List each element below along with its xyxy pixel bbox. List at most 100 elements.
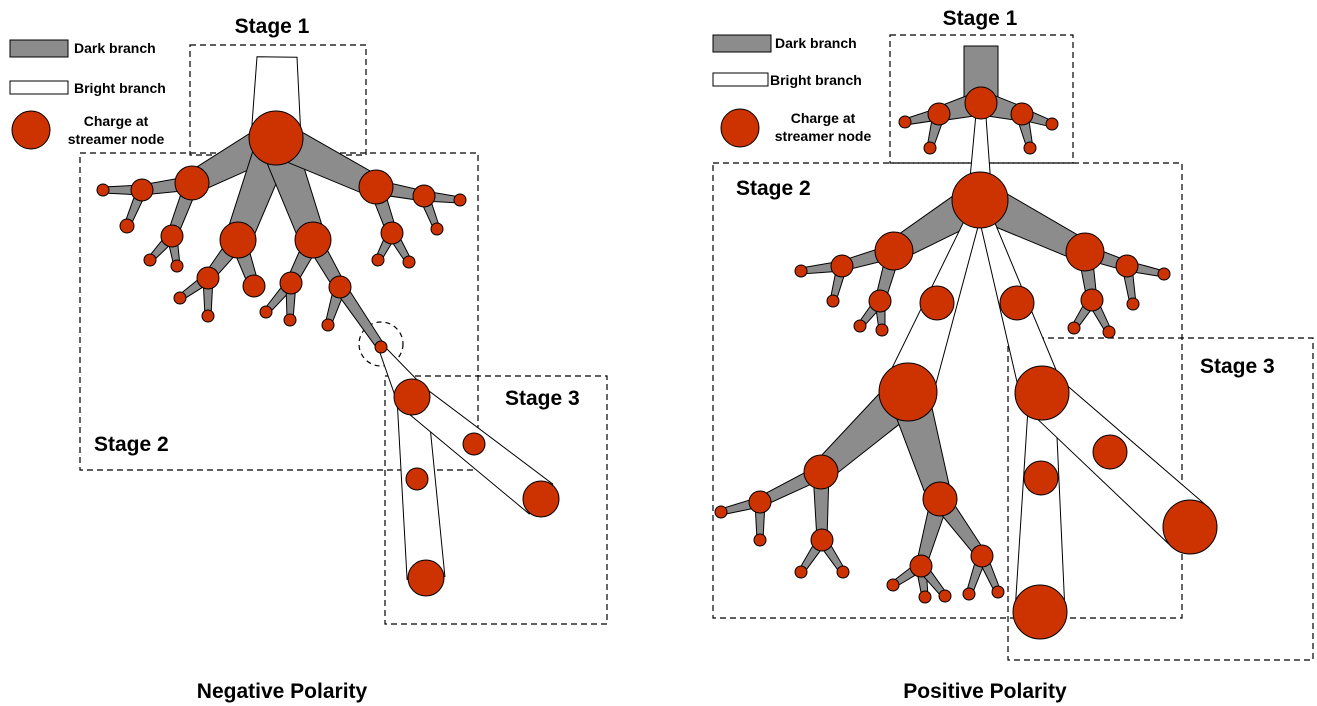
negative-charge-node xyxy=(219,221,257,259)
positive-charge-node xyxy=(1014,365,1070,421)
positive-charge-node xyxy=(898,115,912,129)
negative-stage3-frame xyxy=(384,375,608,625)
positive-charge-node xyxy=(991,585,1005,599)
positive-charge-node xyxy=(830,254,854,278)
legend-charge-label-line2: streamer node xyxy=(68,131,165,147)
negative-charge-node xyxy=(430,222,444,236)
legend-dark-branch-label: Dark branch xyxy=(775,35,857,51)
legend-bright-branch-label: Bright branch xyxy=(770,72,862,88)
positive-charge-node xyxy=(853,319,867,333)
negative-stage3-label: Stage 3 xyxy=(505,387,580,410)
positive-charge-node xyxy=(918,590,932,604)
negative-breakpoint-highlight xyxy=(358,321,404,367)
negative-charge-node xyxy=(143,253,157,267)
legend: Dark branch Bright branch Charge at stre… xyxy=(9,34,872,150)
negative-charge-node xyxy=(174,165,210,201)
positive-charge-node xyxy=(878,362,938,422)
negative-charge-node xyxy=(380,221,404,245)
legend-bright-branch-label: Bright branch xyxy=(74,80,166,96)
negative-polarity-caption: Negative Polarity xyxy=(197,680,368,703)
positive-charge-node xyxy=(1045,117,1059,131)
positive-charge-node xyxy=(1067,321,1081,335)
negative-charge-node xyxy=(321,318,335,332)
positive-charge-node xyxy=(1065,232,1105,272)
negative-charge-node xyxy=(96,183,110,197)
positive-charge-node xyxy=(714,505,728,519)
positive-charge-node xyxy=(810,528,834,552)
positive-stage2-frame xyxy=(712,162,1183,619)
negative-stage2-label: Stage 2 xyxy=(94,433,169,456)
positive-charge-node xyxy=(919,285,955,321)
positive-charge-node xyxy=(753,533,767,547)
legend-charge-label-line1: Charge at xyxy=(791,110,856,126)
negative-charge-node xyxy=(259,305,273,319)
legend-charge-marker xyxy=(720,108,760,148)
positive-charge-node xyxy=(1162,499,1218,555)
charge-nodes xyxy=(96,86,1218,640)
legend-dark-branch-swatch xyxy=(712,34,772,53)
positive-charge-node xyxy=(970,544,994,568)
positive-charge-node xyxy=(875,323,889,337)
positive-charge-node xyxy=(964,86,998,120)
positive-charge-node xyxy=(1012,584,1068,640)
negative-charge-node xyxy=(119,218,135,234)
positive-charge-node xyxy=(922,481,958,517)
negative-charge-node xyxy=(294,221,332,259)
positive-charge-node xyxy=(886,578,900,592)
positive-stage3-frame xyxy=(1007,337,1314,661)
positive-charge-node xyxy=(748,490,772,514)
legend-charge-label-line1: Charge at xyxy=(84,113,149,129)
negative-charge-node xyxy=(412,184,436,208)
positive-charge-node xyxy=(1023,141,1037,155)
positive-charge-node xyxy=(1010,102,1034,126)
positive-charge-node xyxy=(1126,297,1140,311)
positive-charge-node xyxy=(1115,254,1139,278)
legend-dark-branch-swatch xyxy=(9,39,69,58)
positive-charge-node xyxy=(868,289,892,313)
negative-charge-node xyxy=(374,340,388,354)
negative-charge-node xyxy=(130,178,154,202)
legend-bright-branch-swatch xyxy=(9,80,69,95)
positive-charge-node xyxy=(1023,460,1059,496)
negative-charge-node xyxy=(393,378,431,416)
positive-stage3-label: Stage 3 xyxy=(1200,355,1275,378)
negative-charge-node xyxy=(160,224,184,248)
positive-charge-node xyxy=(803,454,839,490)
negative-charge-node xyxy=(196,266,220,290)
legend-dark-branch-label: Dark branch xyxy=(74,40,156,56)
positive-stage2-label: Stage 2 xyxy=(736,177,811,200)
positive-charge-node xyxy=(962,587,976,601)
positive-polarity-caption: Positive Polarity xyxy=(903,680,1067,703)
positive-charge-node xyxy=(927,102,951,126)
positive-stage1-label: Stage 1 xyxy=(943,7,1018,30)
negative-charge-node xyxy=(453,193,467,207)
positive-charge-node xyxy=(1092,434,1128,470)
positive-charge-node xyxy=(909,554,933,578)
positive-charge-node xyxy=(999,285,1035,321)
positive-charge-node xyxy=(874,231,914,271)
negative-charge-node xyxy=(358,169,394,205)
negative-charge-node xyxy=(279,271,303,295)
positive-charge-node xyxy=(1157,267,1171,281)
negative-charge-node xyxy=(328,275,352,299)
positive-charge-node xyxy=(923,141,937,155)
negative-charge-node xyxy=(462,432,486,456)
negative-charge-node xyxy=(402,255,416,269)
negative-charge-node xyxy=(248,110,304,166)
positive-charge-node xyxy=(794,565,808,579)
negative-charge-node xyxy=(201,309,215,323)
legend-charge-label-line2: streamer node xyxy=(775,128,872,144)
positive-charge-node xyxy=(826,294,840,308)
labels: Stage 1 Stage 2 Stage 3 Negative Polarit… xyxy=(94,7,1275,703)
negative-charge-node xyxy=(242,274,266,298)
negative-charge-node xyxy=(173,291,187,305)
positive-charge-node xyxy=(1102,325,1116,339)
negative-charge-node xyxy=(283,313,297,327)
legend-bright-branch-swatch xyxy=(712,72,769,87)
positive-charge-node xyxy=(951,171,1009,229)
positive-charge-node xyxy=(836,565,850,579)
positive-charge-node xyxy=(1080,288,1104,312)
negative-charge-node xyxy=(371,253,385,267)
negative-charge-node xyxy=(407,559,445,597)
